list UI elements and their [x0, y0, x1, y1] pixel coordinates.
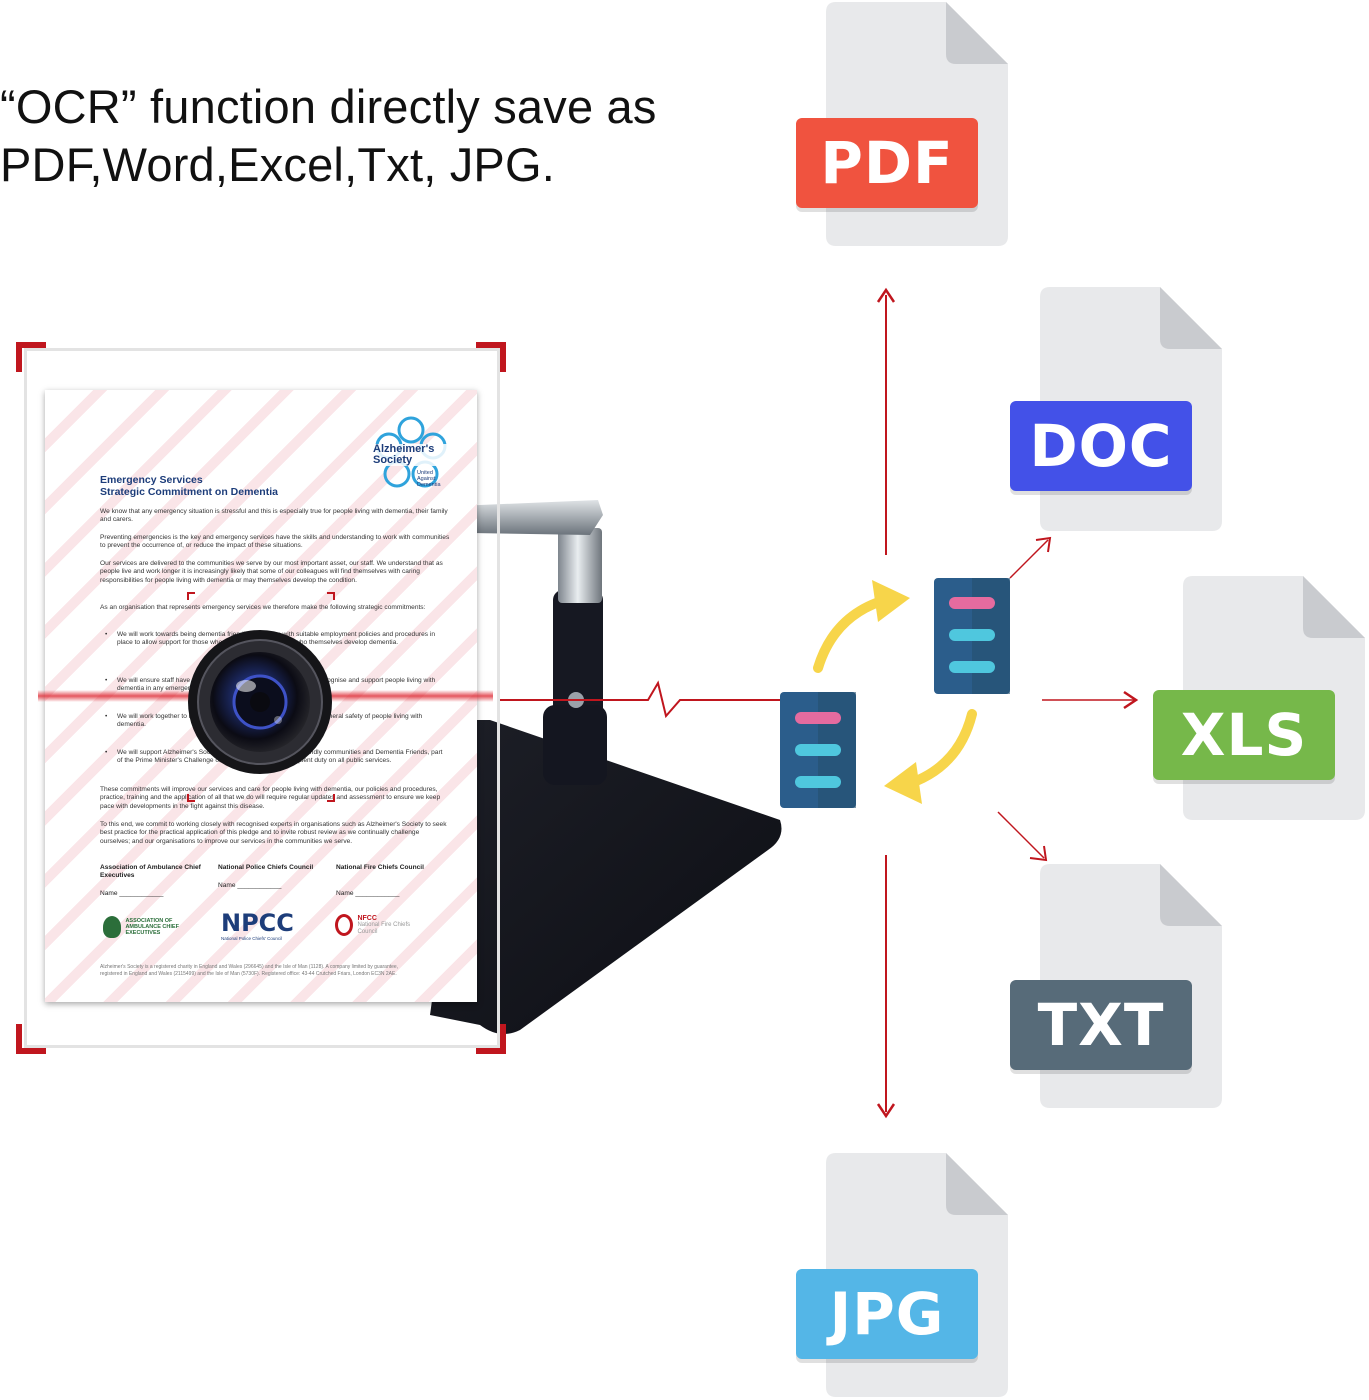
output-doc-icon: [934, 578, 1010, 694]
crop-corner-top-left: [16, 342, 46, 372]
inner-crop-tl: [187, 592, 195, 600]
inner-crop-bl: [187, 794, 195, 802]
txt-label: TXT: [1010, 980, 1192, 1070]
jpg-file-icon: JPG: [796, 1153, 1010, 1397]
doc-para-5: These commitments will improve our servi…: [100, 786, 441, 810]
ambulance-logo: ASSOCIATION OF AMBULANCE CHIEF EXECUTIVE…: [103, 916, 203, 938]
headline: “OCR” function directly save as PDF,Word…: [0, 78, 700, 194]
doc-para-4: As an organisation that represents emerg…: [100, 604, 426, 611]
connector-line: [500, 680, 780, 719]
nfcc-logo: NFCC National Fire Chiefs Council: [335, 914, 445, 936]
logo-name: Alzheimer's Society: [373, 444, 453, 466]
headline-line-1: “OCR” function directly save as: [0, 80, 657, 133]
crop-corner-bottom-left: [16, 1024, 46, 1054]
jpg-label: JPG: [796, 1269, 978, 1359]
inner-crop-br: [327, 794, 335, 802]
signature-ambulance: Association of Ambulance Chief Executive…: [100, 864, 201, 897]
crop-corner-bottom-right: [476, 1024, 506, 1054]
signature-police: National Police Chiefs Council Name ____…: [218, 864, 314, 889]
doc-label: DOC: [1010, 401, 1192, 491]
xls-label: XLS: [1153, 690, 1335, 780]
camera-lens-icon: [188, 630, 332, 774]
doc-title: Emergency Services Strategic Commitment …: [100, 474, 278, 498]
source-doc-icon: [780, 692, 856, 808]
doc-para-3: Our services are delivered to the commun…: [100, 560, 443, 584]
inner-crop-tr: [327, 592, 335, 600]
scanner-base: [430, 720, 782, 1034]
logo-tagline: United Against Dementia: [417, 470, 441, 488]
doc-para-1: We know that any emergency situation is …: [100, 508, 448, 524]
doc-para-2: Preventing emergencies is the key and em…: [100, 534, 450, 550]
pdf-label: PDF: [796, 118, 978, 208]
xls-file-icon: XLS: [1153, 576, 1367, 820]
fire-crest-icon: [335, 914, 353, 936]
doc-file-icon: DOC: [1010, 287, 1224, 531]
scan-frame: [24, 348, 500, 1048]
headline-line-2: PDF,Word,Excel,Txt, JPG.: [0, 138, 555, 191]
ambulance-crest-icon: [103, 916, 121, 938]
crop-corner-top-right: [476, 342, 506, 372]
doc-footer: Alzheimer's Society is a registered char…: [100, 964, 399, 977]
npcc-logo: NPCC National Police Chiefs' Council: [221, 909, 294, 941]
pdf-file-icon: PDF: [796, 2, 1010, 246]
signature-fire: National Fire Chiefs Council Name ______…: [336, 864, 424, 897]
txt-file-icon: TXT: [1010, 864, 1224, 1108]
doc-para-6: To this end, we commit to working closel…: [100, 821, 447, 845]
